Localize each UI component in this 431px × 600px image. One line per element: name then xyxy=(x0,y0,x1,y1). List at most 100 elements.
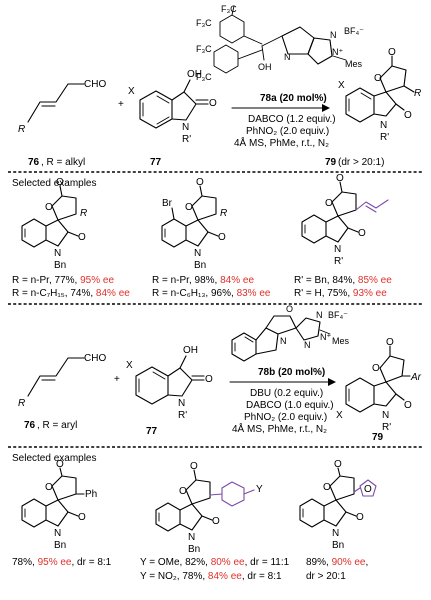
y-label: Y xyxy=(256,484,263,495)
compound-76-desc: , R = aryl xyxy=(37,420,77,431)
top-scheme: CHO R 76 , R = alkyl + OH O N R' X 77 xyxy=(8,4,423,305)
o-label: O xyxy=(209,98,217,109)
cf3-label-3: F₃C xyxy=(196,44,212,54)
condition-line: DABCO (1.0 equiv.) xyxy=(246,400,334,411)
bn-label: Bn xyxy=(54,540,66,551)
o-label: O xyxy=(56,459,64,470)
mes-label: Mes xyxy=(332,336,350,346)
r-prime-label: R' xyxy=(182,134,191,145)
o-label: O xyxy=(358,228,366,239)
example-yield-line: R' = H, 75%, 93% ee xyxy=(294,288,387,299)
bn-label: Bn xyxy=(188,544,200,555)
compound-79-label: 79 xyxy=(325,157,337,168)
condition-line: PhNO₂ (2.0 equiv.) xyxy=(246,126,329,137)
oh-label: OH xyxy=(187,69,202,80)
example-yield-line: Y = NO₂, 78%, 84% ee, dr = 8:1 xyxy=(140,571,282,582)
n-label: N xyxy=(332,528,339,539)
r-label: R xyxy=(18,398,25,409)
n-label: N xyxy=(334,244,341,255)
cho-label: CHO xyxy=(84,353,106,364)
bottom-scheme: CHO R 76 , R = aryl + OH O N R' X 77 xyxy=(8,304,423,582)
condition-line: 4Å MS, PhMe, r.t., N₂ xyxy=(232,422,327,435)
catalyst-o-label: O xyxy=(286,304,293,314)
reagent-76-aryl: CHO R 76 , R = aryl xyxy=(18,353,106,431)
o-label: O xyxy=(218,232,226,243)
catalyst-n-label: N xyxy=(280,336,287,346)
o-label: O xyxy=(336,173,344,184)
top-example-1: O O O R N Bn xyxy=(21,177,87,271)
catalyst-nplus-label: N⁺ xyxy=(332,47,343,57)
ar-label: Ar xyxy=(410,372,422,383)
example-yield-line: R = n-C₇H₁₅, 74%, 84% ee xyxy=(12,288,130,299)
condition-line: DBU (0.2 equiv.) xyxy=(250,388,323,399)
o-label: O xyxy=(325,198,333,209)
compound-77-label: 77 xyxy=(150,157,162,168)
oh-label: OH xyxy=(183,345,198,356)
compound-79-label: 79 xyxy=(372,432,384,443)
bn-label: Bn xyxy=(194,260,206,271)
bottom-example-2: O O O Y N Bn xyxy=(155,461,263,555)
mes-label: Mes xyxy=(345,59,363,69)
n-label: N xyxy=(382,410,389,421)
bf4-label: BF₄⁻ xyxy=(344,26,364,36)
product-79-aryl: O O O Ar N R' X 79 xyxy=(336,337,422,443)
compound-77-label: 77 xyxy=(146,426,158,437)
o-label: O xyxy=(388,47,396,58)
o-label: O xyxy=(78,512,86,523)
top-example-3: O O O N R' xyxy=(301,173,389,267)
example-yield-line: dr > 20:1 xyxy=(306,571,346,582)
r-prime-label: R' xyxy=(178,410,187,421)
o-label: O xyxy=(404,110,412,121)
bottom-example-3: O O O O N Bn xyxy=(299,459,377,551)
catalyst-78b: O N N N N⁺ BF₄⁻ Mes xyxy=(231,304,350,362)
example-yield-line: R = n-C₆H₁₃, 96%, 83% ee xyxy=(152,288,271,299)
reagent-77: OH O N R' X 77 xyxy=(126,345,213,437)
o-label: O xyxy=(356,512,364,523)
catalyst-nplus-label: N⁺ xyxy=(320,332,331,342)
o-label: O xyxy=(190,461,198,472)
o-label: O xyxy=(374,73,382,84)
example-yield-line: 78%, 95% ee, dr = 8:1 xyxy=(12,557,112,568)
n-label: N xyxy=(188,532,195,543)
compound-79-desc: (dr > 20:1) xyxy=(338,157,384,168)
condition-line: DABCO (1.2 equiv.) xyxy=(248,114,336,125)
x-label: X xyxy=(336,410,343,421)
catalyst-oh-label: OH xyxy=(258,62,272,72)
selected-examples-title: Selected examples xyxy=(12,453,97,464)
n-label: N xyxy=(194,248,201,259)
r-prime-label: R' xyxy=(382,422,391,433)
catalyst-78a: F₃C F₃C F₃C F₃C OH N N N⁺ BF₄⁻ Mes xyxy=(196,4,364,82)
plus-sign: + xyxy=(114,374,120,385)
catalyst-n3-label: N xyxy=(304,340,311,350)
condition-line: 78b (20 mol%) xyxy=(258,367,325,378)
product-79-alkyl: O O O R N R' X 79 (dr > 20:1) xyxy=(325,47,421,168)
x-label: X xyxy=(338,80,345,91)
plus-sign: + xyxy=(118,99,124,110)
n-label: N xyxy=(54,248,61,259)
cf3-label-4: F₃C xyxy=(196,72,212,82)
compound-76-label: 76 xyxy=(24,420,36,431)
arrow-head xyxy=(328,378,336,386)
example-yield-line: R = n-Pr, 98%, 84% ee xyxy=(152,275,254,286)
o-label: O xyxy=(196,177,204,188)
o-label: O xyxy=(179,486,187,497)
example-yield-line: 89%, 90% ee, xyxy=(306,557,368,568)
br-label: Br xyxy=(162,198,173,209)
r-label: R xyxy=(414,88,421,99)
x-label: X xyxy=(128,86,135,97)
r-prime-label: R' xyxy=(334,256,343,267)
condition-line: 78a (20 mol%) xyxy=(260,93,327,104)
o-label: O xyxy=(205,374,213,385)
reagent-76-alkyl: CHO R 76 , R = alkyl xyxy=(18,79,106,168)
r-prime-label: R' xyxy=(380,132,389,143)
r-label: R xyxy=(220,208,227,219)
n-label: N xyxy=(182,122,189,133)
n-label: N xyxy=(380,120,387,131)
o-label: O xyxy=(386,337,394,348)
x-label: X xyxy=(126,360,133,371)
r-label: R xyxy=(18,124,25,135)
bf4-label: BF₄⁻ xyxy=(328,310,348,320)
catalyst-n2-label: N xyxy=(330,30,337,40)
compound-76-desc: , R = alkyl xyxy=(41,157,85,168)
